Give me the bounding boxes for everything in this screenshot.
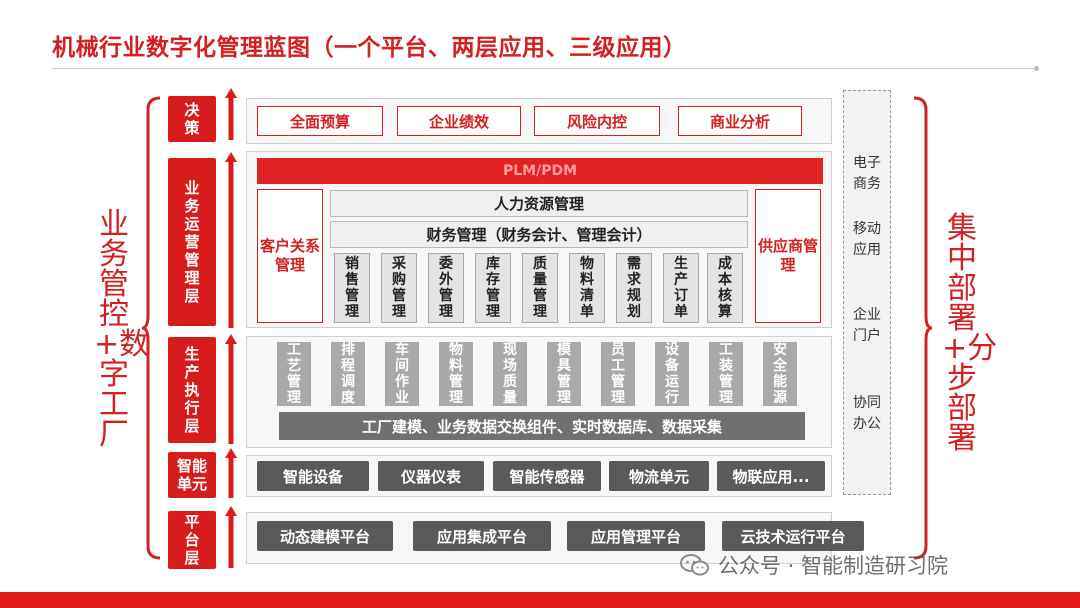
platform-item[interactable]: 云技术运行平台 — [722, 521, 864, 551]
operation-module[interactable]: 生产订单 — [663, 253, 699, 323]
production-module[interactable]: 车间作业 — [385, 342, 419, 406]
operation-module[interactable]: 质量管理 — [522, 253, 558, 323]
plm-pdm-bar[interactable]: PLM/PDM — [257, 158, 823, 184]
decision-item[interactable]: 风险内控 — [534, 106, 660, 136]
arrow-up-icon — [224, 448, 238, 498]
layer-tag-decision: 决策 — [168, 96, 216, 142]
layer-tag-smart-unit: 智能单元 — [168, 452, 216, 498]
scm-box[interactable]: 供应商管理 — [755, 189, 821, 323]
smart-unit-item[interactable]: 物联应用... — [717, 461, 825, 491]
decision-item[interactable]: 企业绩效 — [397, 106, 521, 136]
smart-unit-panel: 智能设备 仪器仪表 智能传感器 物流单元 物联应用... — [246, 455, 832, 497]
operation-module[interactable]: 销售管理 — [334, 253, 370, 323]
operation-module[interactable]: 采购管理 — [381, 253, 417, 323]
arrow-up-icon — [224, 152, 238, 328]
smart-unit-item[interactable]: 智能传感器 — [493, 461, 601, 491]
layer-tag-platform: 平台层 — [168, 511, 216, 569]
decision-item[interactable]: 商业分析 — [678, 106, 802, 136]
hr-management-bar[interactable]: 人力资源管理 — [330, 190, 748, 217]
platform-item[interactable]: 应用集成平台 — [413, 521, 551, 551]
decision-panel: 全面预算 企业绩效 风险内控 商业分析 — [246, 98, 832, 144]
arrow-up-icon — [224, 334, 238, 444]
title-divider-dot — [1034, 66, 1039, 71]
operation-module[interactable]: 成本核算 — [707, 253, 743, 323]
operation-module[interactable]: 物料清单 — [569, 253, 605, 323]
production-module[interactable]: 现场质量 — [493, 342, 527, 406]
left-label: 业务管控+数字工厂 — [94, 207, 150, 452]
right-brace — [910, 96, 934, 560]
right-application-item[interactable]: 电子商务 — [853, 155, 881, 192]
layer-tag-production: 生产执行层 — [168, 337, 216, 443]
finance-management-bar[interactable]: 财务管理（财务会计、管理会计） — [330, 221, 748, 248]
production-module[interactable]: 排程调度 — [331, 342, 365, 406]
right-application-panel: 电子商务 移动应用 企业门户 协同办公 — [843, 90, 891, 495]
footer-bar — [0, 592, 1080, 608]
page-title: 机械行业数字化管理蓝图（一个平台、两层应用、三级应用） — [52, 35, 687, 61]
left-brace — [140, 96, 164, 560]
platform-item[interactable]: 应用管理平台 — [567, 521, 705, 551]
platform-panel: 动态建模平台 应用集成平台 应用管理平台 云技术运行平台 — [246, 512, 864, 564]
right-application-item[interactable]: 协同办公 — [853, 395, 881, 432]
operation-panel: PLM/PDM 客户关系管理 供应商管理 人力资源管理 财务管理（财务会计、管理… — [246, 151, 832, 328]
production-module[interactable]: 工艺管理 — [277, 342, 311, 406]
watermark: 公众号 · 智能制造研习院 — [680, 550, 948, 580]
layer-tag-operation: 业务运营管理层 — [168, 158, 216, 326]
smart-unit-item[interactable]: 仪器仪表 — [378, 461, 484, 491]
operation-module[interactable]: 委外管理 — [428, 253, 464, 323]
title-divider — [52, 68, 1034, 69]
wechat-icon — [680, 554, 709, 576]
platform-item[interactable]: 动态建模平台 — [257, 521, 393, 551]
production-module[interactable]: 员工管理 — [601, 342, 635, 406]
production-module[interactable]: 安全能源 — [763, 342, 797, 406]
right-application-item[interactable]: 企业门户 — [853, 307, 881, 344]
smart-unit-item[interactable]: 智能设备 — [257, 461, 369, 491]
right-label: 集中部署+分步部署 — [942, 211, 998, 456]
factory-base-bar[interactable]: 工厂建模、业务数据交换组件、实时数据库、数据采集 — [279, 412, 805, 440]
decision-item[interactable]: 全面预算 — [257, 106, 383, 136]
watermark-text: 公众号 · 智能制造研习院 — [718, 554, 949, 578]
right-application-item[interactable]: 移动应用 — [853, 221, 881, 258]
production-module[interactable]: 物料管理 — [439, 342, 473, 406]
arrow-up-icon — [224, 88, 238, 140]
smart-unit-item[interactable]: 物流单元 — [609, 461, 709, 491]
production-module[interactable]: 工装管理 — [709, 342, 743, 406]
crm-box[interactable]: 客户关系管理 — [257, 189, 323, 323]
production-module[interactable]: 模具管理 — [547, 342, 581, 406]
operation-module[interactable]: 需求规划 — [616, 253, 652, 323]
production-module[interactable]: 设备运行 — [655, 342, 689, 406]
production-panel: 工艺管理 排程调度 车间作业 物料管理 现场质量 模具管理 员工管理 设备运行 … — [246, 336, 832, 448]
operation-module[interactable]: 库存管理 — [475, 253, 511, 323]
arrow-up-icon — [224, 506, 238, 568]
